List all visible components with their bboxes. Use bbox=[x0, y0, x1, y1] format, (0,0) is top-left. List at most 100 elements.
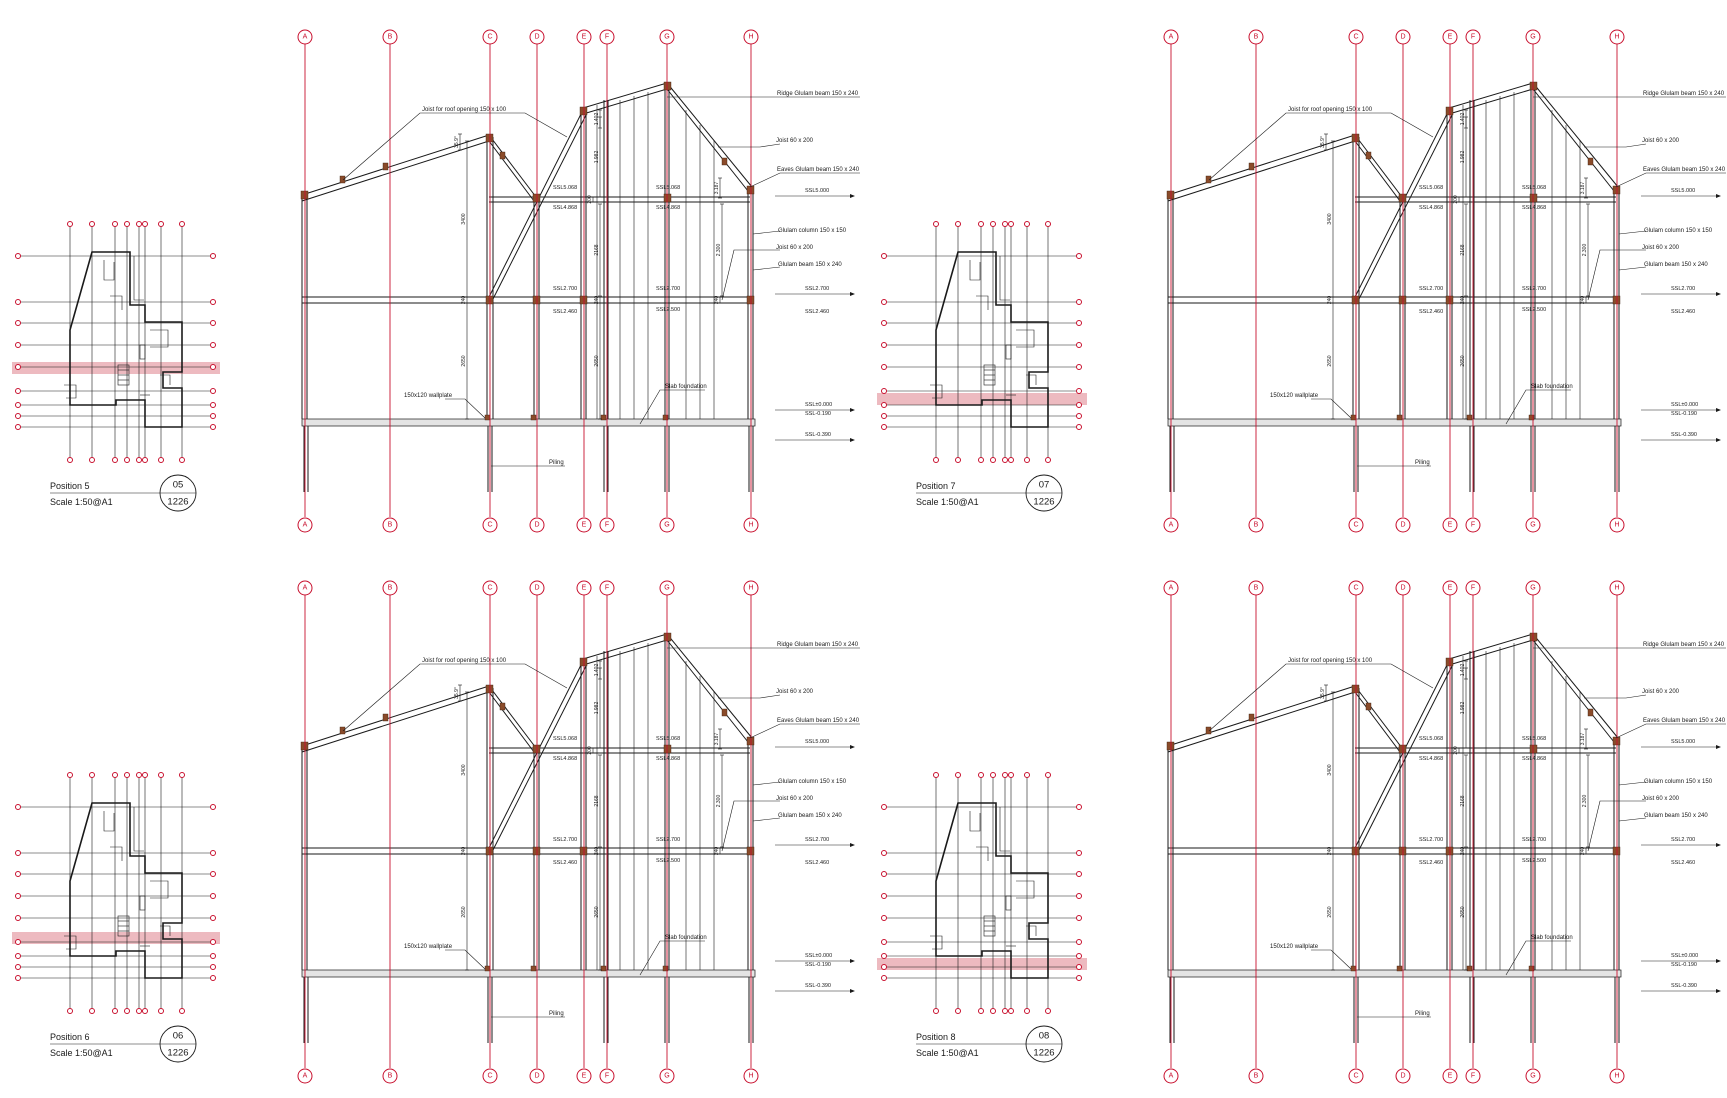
level-ssl0000: SSL±0.000 bbox=[805, 402, 832, 408]
level-ssl-m390: SSL-0.390 bbox=[805, 432, 831, 438]
grid-label-d: D bbox=[1400, 585, 1405, 592]
plan-grid-dot bbox=[1076, 953, 1082, 959]
grid-bubble-c bbox=[1348, 1068, 1364, 1084]
level-ssl2700-g: SSL2.700 bbox=[1522, 286, 1546, 292]
plan-grid-dot bbox=[210, 964, 216, 970]
plan-grid-dot bbox=[136, 772, 142, 778]
grid-label-d: D bbox=[1400, 34, 1405, 41]
level-ssl5068-g: SSL5.068 bbox=[1522, 736, 1546, 742]
dim-2650-e: 2650 bbox=[1460, 906, 1466, 917]
grid-bubble-f bbox=[599, 1068, 615, 1084]
plan-grid-dot bbox=[89, 221, 95, 227]
level-ssl-m390-arrowhead bbox=[1716, 989, 1721, 993]
plan-grid-dot bbox=[15, 364, 21, 370]
view-position-label: Position 5 bbox=[50, 481, 90, 491]
grid-bubble-h bbox=[1609, 29, 1625, 45]
plan-grid-dot bbox=[136, 1008, 142, 1014]
plan-grid-dot bbox=[67, 1008, 73, 1014]
note-ridge-beam: Ridge Glulam beam 150 x 240 bbox=[1643, 91, 1725, 97]
grid-bubble-a bbox=[297, 580, 313, 596]
dim-1402: 1.402 bbox=[594, 664, 600, 677]
plan-grid-dot bbox=[158, 772, 164, 778]
level-ssl5068-g: SSL5.068 bbox=[656, 185, 680, 191]
plan-grid-dot bbox=[15, 871, 21, 877]
level-ssl4868-e: SSL4.868 bbox=[1419, 756, 1443, 762]
grid-label-a: A bbox=[1169, 585, 1174, 592]
annotation-layer: Joist for roof opening 150 x 100 Ridge Gl… bbox=[342, 91, 1726, 1018]
dim-2168: 2168 bbox=[1460, 244, 1466, 255]
grid-label-b: B bbox=[388, 522, 393, 529]
plan-grid-dot bbox=[881, 402, 887, 408]
grid-label-e: E bbox=[1448, 522, 1453, 529]
level-ssl-m190: SSL-0.190 bbox=[1671, 962, 1697, 968]
note-wallplate: 150x120 wallplate bbox=[1270, 944, 1319, 950]
level-ssl2460-e: SSL2.460 bbox=[1419, 860, 1443, 866]
dim-240-h: 240 bbox=[714, 847, 720, 856]
grid-bubble-c bbox=[1348, 580, 1364, 596]
dim-2650-e: 2650 bbox=[594, 355, 600, 366]
grid-bubble-b bbox=[1248, 517, 1264, 533]
note-slab-foundation: Slab foundation bbox=[665, 935, 707, 941]
grid-bubble-b bbox=[382, 1068, 398, 1084]
note-slab-foundation-leader bbox=[1505, 389, 1571, 425]
level-ssl5000-arrowhead bbox=[850, 194, 855, 198]
plan-grid-bubbles bbox=[15, 221, 1082, 1014]
plan-grid-dot bbox=[1076, 299, 1082, 305]
grid-label-f: F bbox=[605, 34, 609, 41]
plan-grid-dot bbox=[112, 772, 118, 778]
plan-grid-dot bbox=[978, 221, 984, 227]
grid-bubble-c bbox=[482, 580, 498, 596]
view-number: 05 bbox=[173, 480, 184, 491]
grid-bubble-g bbox=[1525, 580, 1541, 596]
level-ssl5000: SSL5.000 bbox=[805, 739, 829, 745]
plan-grid-dot bbox=[67, 772, 73, 778]
level-ssl0000: SSL±0.000 bbox=[805, 953, 832, 959]
level-ssl5068-g: SSL5.068 bbox=[1522, 185, 1546, 191]
plan-grid-dot bbox=[124, 1008, 130, 1014]
plan-grid-dot bbox=[978, 772, 984, 778]
plan-grid-dot bbox=[881, 320, 887, 326]
grid-label-d: D bbox=[534, 34, 539, 41]
level-ssl2700-e: SSL2.700 bbox=[553, 286, 577, 292]
note-eaves-beam: Eaves Glulam beam 150 x 240 bbox=[777, 718, 860, 724]
grid-label-f: F bbox=[605, 585, 609, 592]
plan-grid-dot bbox=[179, 221, 185, 227]
note-joist-upper-leader bbox=[1584, 694, 1647, 699]
section-cut-highlight bbox=[877, 958, 1087, 970]
grid-label-g: G bbox=[1530, 585, 1535, 592]
grid-label-h: H bbox=[1614, 1073, 1619, 1080]
dim-200: 200 bbox=[1453, 746, 1459, 755]
plan-grid-dot bbox=[1002, 221, 1008, 227]
note-joist-roof-opening: Joist for roof opening 150 x 100 bbox=[1288, 658, 1373, 664]
level-ssl-m390: SSL-0.390 bbox=[1671, 983, 1697, 989]
note-eaves-beam-leader bbox=[1615, 172, 1726, 188]
level-ssl2460: SSL2.460 bbox=[805, 860, 829, 866]
plan-grid-dot bbox=[15, 939, 21, 945]
dim-3187: 3.187 bbox=[714, 733, 720, 746]
plan-grid-dot bbox=[142, 457, 148, 463]
level-ssl2700-arrowhead bbox=[1716, 843, 1721, 847]
grid-bubble-c bbox=[482, 29, 498, 45]
plan-grid-dot bbox=[112, 221, 118, 227]
grid-bubble-d bbox=[529, 517, 545, 533]
grid-layer: AABBCCDDEEFFGGHHAABBCCDDEEFFGGHHAABBCCDD… bbox=[297, 29, 1625, 1084]
grid-bubble-h bbox=[743, 29, 759, 45]
level-ssl0000-arrowhead bbox=[1716, 408, 1721, 412]
plan-grid-dot bbox=[1076, 402, 1082, 408]
level-ssl2700-g: SSL2.700 bbox=[1522, 837, 1546, 843]
note-joist-roof-opening-leader bbox=[342, 112, 568, 181]
plan-grid-dot bbox=[15, 388, 21, 394]
grid-label-c: C bbox=[1353, 1073, 1358, 1080]
level-ssl-m390-arrowhead bbox=[850, 989, 855, 993]
grid-bubble-e bbox=[1442, 580, 1458, 596]
plan-grid-dot bbox=[1024, 457, 1030, 463]
plan-grid-dot bbox=[15, 342, 21, 348]
view-scale-label: Scale 1:50@A1 bbox=[916, 497, 979, 507]
plan-grid-dot bbox=[881, 253, 887, 259]
plan-grid-dot bbox=[210, 299, 216, 305]
sheet-number: 1226 bbox=[1033, 1048, 1054, 1059]
grid-bubble-g bbox=[659, 580, 675, 596]
note-glulam-column-leader bbox=[1618, 781, 1647, 786]
grid-label-e: E bbox=[582, 522, 587, 529]
